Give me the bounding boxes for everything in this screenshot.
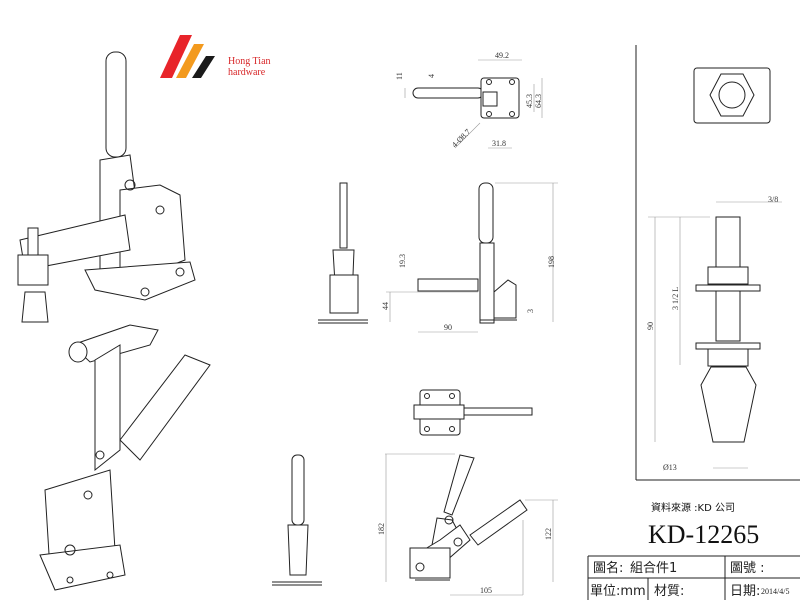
- dim-3: 3: [526, 309, 535, 313]
- side-view: 19.3 198 44 3 90: [381, 182, 558, 333]
- spindle-detail-view: 3/8 90 3 1/2 L Ø13: [646, 195, 782, 472]
- dim-90-spindle: 90: [646, 322, 655, 330]
- unit: 單位:mm: [590, 584, 646, 599]
- isometric-view-open: [39, 324, 211, 591]
- side-view-open: 182 122 105: [377, 453, 558, 596]
- dim-3-1-2-l: 3 1/2 L: [671, 287, 680, 310]
- dim-64-3: 64.3: [534, 94, 543, 108]
- top-view-2: [413, 389, 533, 436]
- drawing-name-label: 圖名:: [593, 560, 623, 576]
- dim-45-3: 45.3: [525, 94, 534, 108]
- dim-4: 4: [427, 74, 436, 78]
- date-label: 日期:: [730, 584, 760, 599]
- logo-text-line1: Hong Tian: [228, 56, 271, 67]
- dim-19-3: 19.3: [398, 254, 407, 268]
- dim-49-2: 49.2: [495, 51, 509, 60]
- title-block: 資料來源 :KD 公司 KD-12265 圖名: 組合件1 圖號 : 單位:mm…: [587, 501, 800, 600]
- front-view: [318, 182, 368, 324]
- dim-hole: 4-Ø8.7: [450, 127, 472, 149]
- dim-198: 198: [547, 256, 556, 268]
- front-view-open: [272, 454, 322, 586]
- dim-122: 122: [544, 528, 553, 540]
- detail-frame: [635, 45, 800, 481]
- dim-3-8: 3/8: [768, 195, 778, 204]
- part-number: KD-12265: [648, 520, 759, 549]
- spindle-end-view: [693, 67, 771, 124]
- drawing-name: 組合件1: [630, 561, 677, 576]
- dim-182: 182: [377, 523, 386, 535]
- material-label: 材質:: [654, 584, 684, 599]
- company-logo: Hong Tian hardware: [160, 35, 271, 78]
- data-source: 資料來源 :KD 公司: [651, 501, 735, 514]
- dim-11: 11: [395, 72, 404, 80]
- dim-105: 105: [480, 586, 492, 595]
- date: 2014/4/5: [761, 587, 789, 596]
- dim-90: 90: [444, 323, 452, 332]
- isometric-view-closed: [17, 51, 196, 323]
- top-view: 49.2 11 4 45.3 64.3 4-Ø8.7 31.8: [395, 51, 543, 149]
- dim-31-8: 31.8: [492, 139, 506, 148]
- drawing-no-label: 圖號 :: [730, 561, 765, 576]
- dim-44: 44: [381, 302, 390, 310]
- dim-d13: Ø13: [663, 463, 677, 472]
- logo-text-line2: hardware: [228, 67, 266, 78]
